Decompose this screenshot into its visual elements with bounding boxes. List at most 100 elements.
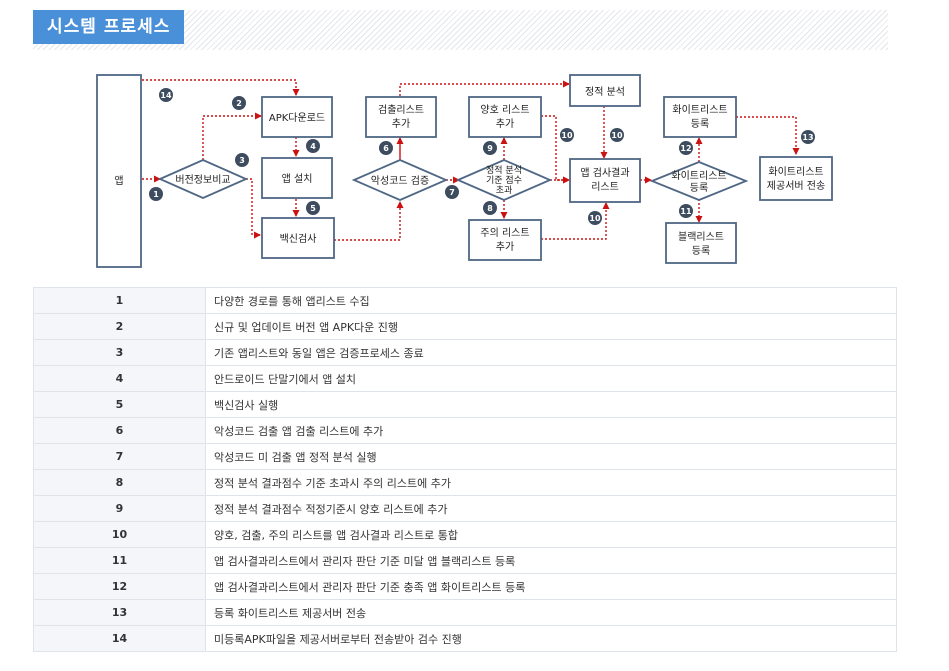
apk-download-box (261, 96, 333, 138)
static-analysis-label: 정적 분석 (585, 86, 625, 98)
whitelist-check-label-1: 화이트리스트 (671, 170, 726, 182)
badge-11: 11 (680, 207, 692, 216)
app-label: 앱 (114, 175, 123, 187)
arrow-3 (246, 178, 261, 239)
step-number: 10 (33, 521, 206, 548)
step-description: 백신검사 실행 (205, 391, 897, 418)
detect-list-label-1: 검출리스트 (378, 104, 424, 116)
step-description: 앱 검사결과리스트에서 관리자 판단 기준 충족 앱 화이트리스트 등록 (205, 573, 897, 600)
arrow-14 (142, 79, 300, 96)
app-result-box (569, 158, 641, 203)
malware-check-label: 악성코드 검증 (371, 175, 429, 187)
step-number: 8 (33, 469, 206, 496)
arrow-13 (736, 116, 800, 155)
badge-12: 12 (680, 144, 691, 153)
badge-5: 5 (310, 204, 316, 213)
badge-circle (159, 88, 173, 102)
step-description: 신규 및 업데이트 버전 앱 APK다운 진행 (205, 313, 897, 340)
caution-list-box (468, 219, 542, 261)
badge-circle (483, 141, 497, 155)
step-description: 등록 화이트리스트 제공서버 전송 (205, 599, 897, 626)
step-number: 12 (33, 573, 206, 600)
whitelist-add-box (663, 96, 737, 138)
badge-10: 10 (611, 131, 623, 140)
caution-list-label-1: 주의 리스트 (480, 227, 529, 239)
step-number: 6 (33, 417, 206, 444)
badge-10: 10 (589, 214, 601, 223)
static-score-label-2: 기준 점수 (486, 174, 522, 186)
app-install-label: 앱 설치 (282, 173, 313, 185)
blacklist-label-2: 등록 (692, 245, 710, 257)
step-number: 7 (33, 443, 206, 470)
step-number: 3 (33, 339, 206, 366)
step-description: 정적 분석 결과점수 적정기준시 양호 리스트에 추가 (205, 495, 897, 522)
badge-circle (232, 96, 246, 110)
static-score-diamond (455, 159, 553, 201)
header-bar: 시스템 프로세스 (33, 10, 888, 50)
badge-8: 8 (487, 204, 493, 213)
step-number: 9 (33, 495, 206, 522)
arrow-2 (202, 112, 262, 160)
detect-list-label-2: 추가 (392, 118, 410, 130)
step-number: 11 (33, 547, 206, 574)
whitelist-check-diamond (649, 161, 749, 201)
page-title: 시스템 프로세스 (33, 10, 185, 44)
badge-3: 3 (239, 156, 245, 165)
static-score-label-3: 초과 (496, 185, 513, 196)
badge-10: 10 (561, 131, 573, 140)
badge-1: 1 (153, 190, 159, 199)
version-compare-diamond (157, 159, 249, 199)
good-list-label-2: 추가 (496, 118, 514, 130)
badge-circle (679, 141, 693, 155)
blacklist-label-1: 블랙리스트 (678, 231, 724, 243)
arrow-vaccine-malware (334, 201, 404, 241)
vaccine-scan-box (261, 217, 335, 259)
whitelist-add-label-1: 화이트리스트 (672, 104, 727, 116)
step-description: 정적 분석 결과점수 기준 초과시 주의 리스트에 추가 (205, 469, 897, 496)
step-description: 앱 검사결과리스트에서 관리자 판단 기준 미달 앱 블랙리스트 등록 (205, 547, 897, 574)
badge-circle (679, 204, 693, 218)
caution-list-label-2: 추가 (496, 241, 514, 253)
badge-circle (801, 130, 815, 144)
whitelist-add-label-2: 등록 (691, 118, 709, 130)
static-analysis-box (569, 74, 641, 107)
step-description: 양호, 검출, 주의 리스트를 앱 검사결과 리스트로 통합 (205, 521, 897, 548)
version-compare-label: 버전정보비교 (175, 174, 230, 186)
app-box (96, 74, 142, 268)
app-install-box (261, 157, 333, 199)
step-description: 악성코드 미 검출 앱 정적 분석 실행 (205, 443, 897, 470)
vaccine-scan-label: 백신검사 (280, 233, 317, 245)
step-number: 14 (33, 625, 206, 652)
badge-4: 4 (310, 142, 316, 151)
good-list-label-1: 양호 리스트 (480, 104, 529, 116)
badge-2: 2 (236, 99, 242, 108)
badge-14: 14 (160, 91, 172, 100)
detect-list-box (365, 96, 437, 138)
badge-circle (483, 201, 497, 215)
badge-9: 9 (487, 144, 493, 153)
app-result-label-1: 앱 검사결과 (580, 167, 629, 179)
whitelist-check-label-2: 등록 (690, 182, 708, 194)
app-result-label-2: 리스트 (591, 181, 619, 193)
badge-7: 7 (449, 188, 455, 197)
badge-circle (306, 139, 320, 153)
badge-6: 6 (383, 144, 389, 153)
step-description: 다양한 경로를 통해 앱리스트 수집 (205, 287, 897, 314)
send-box (759, 156, 833, 201)
arrow-caution-result (541, 202, 610, 240)
step-number: 5 (33, 391, 206, 418)
badge-circle (610, 128, 624, 142)
step-number: 2 (33, 313, 206, 340)
badge-circle (560, 128, 574, 142)
